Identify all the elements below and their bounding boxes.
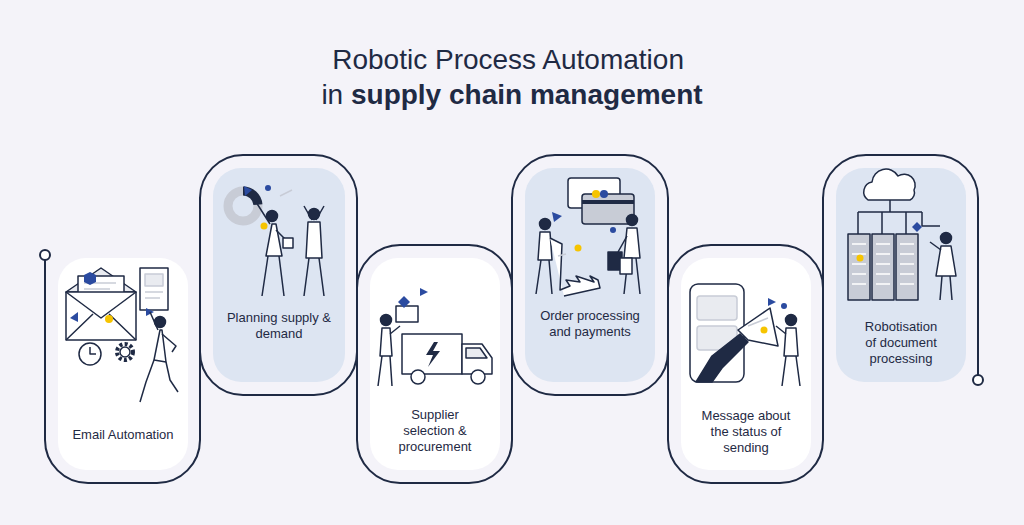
card-label: Message about the status of sending [696,408,796,456]
process-card: Planning supply & demand [213,168,345,382]
title-word [427,44,435,75]
title-word: management [530,79,703,110]
process-card: Message about the status of sending [681,258,811,470]
title-word [684,44,692,75]
title-line: in supply chain management [162,77,862,112]
title-word: Process [435,44,536,75]
process-card: Robotisation of document processing [836,168,966,382]
card-label: Supplier selection & procurement [390,407,480,455]
serpentine-line [45,155,978,483]
card-label: Order processing and payments [530,308,650,340]
title-word: supply [351,79,441,110]
outline-frame [668,245,823,483]
title-word: Robotic [332,44,427,75]
card-label: Email Automation [68,427,178,443]
diagram-title: Robotic Process Automation in supply cha… [162,42,862,112]
title-word [441,79,449,110]
outline-frame [200,155,357,395]
title-word [522,79,530,110]
start-dot [40,250,50,260]
title-line: Robotic Process Automation [162,42,862,77]
card-label: Robotisation of document processing [859,319,943,367]
title-word: chain [449,79,522,110]
title-word [343,79,351,110]
card-label: Planning supply & demand [219,310,339,342]
outline-frame [357,245,512,483]
title-word: Automation [542,44,684,75]
process-card: Order processing and payments [525,168,655,382]
process-card: Email Automation [58,258,188,470]
outline-frame [512,155,668,395]
outline-segment [45,250,200,483]
end-dot [973,375,983,385]
title-word [536,44,542,75]
title-word: in [321,79,343,110]
process-card: Supplier selection & procurement [370,258,500,470]
